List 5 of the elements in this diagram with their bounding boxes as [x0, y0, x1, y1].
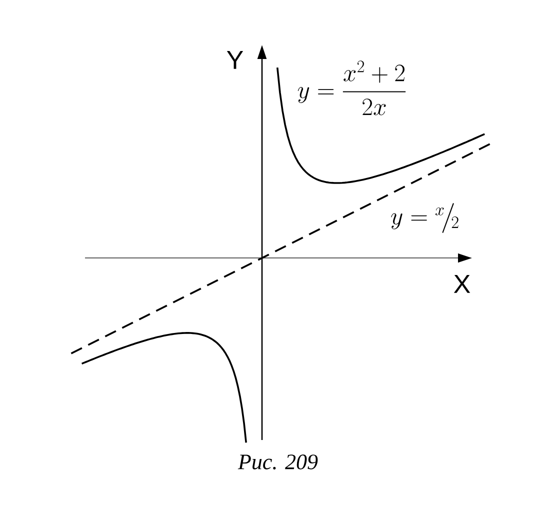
figure-caption: Рис. 209 [238, 454, 318, 470]
formula: $y={}^{x}\!\big/\!{}_{2}$ [391, 203, 458, 233]
axis-label: X [454, 275, 470, 293]
formula: $y=\dfrac{x^{2}+2}{2x}$ [298, 60, 406, 116]
axis-label: Y [226, 51, 244, 69]
